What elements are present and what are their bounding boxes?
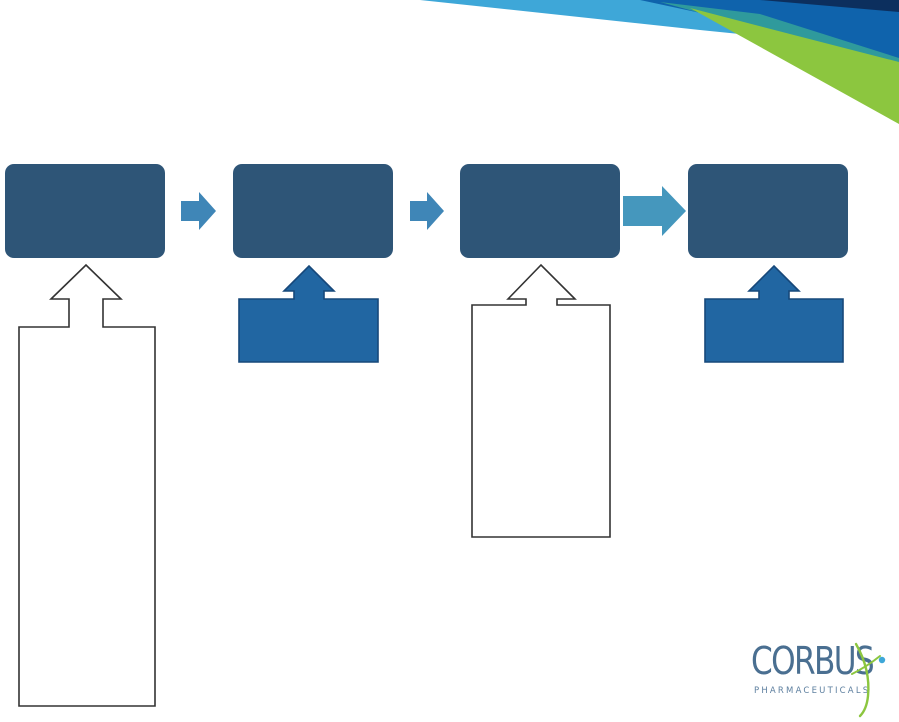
stage-box-1: [5, 164, 165, 258]
right-arrow-icon: [410, 192, 444, 230]
right-arrow-icon: [623, 186, 686, 236]
swoosh-green: [690, 8, 899, 124]
up-arrow-callout-2: [238, 264, 379, 363]
right-arrow-icon: [181, 192, 216, 230]
swoosh-navy: [760, 0, 899, 12]
figure-swoosh-icon: [851, 642, 886, 718]
logo-subtitle: PHARMACEUTICALS: [754, 686, 871, 696]
up-arrow-callout-3: [471, 263, 611, 538]
company-logo: CORBUS PHARMACEUTICALS: [748, 636, 896, 718]
stage-box-3: [460, 164, 620, 258]
swoosh-dark-blue: [640, 0, 899, 60]
stage-box-2: [233, 164, 393, 258]
stage-box-4: [688, 164, 848, 258]
header-swoosh: [420, 0, 899, 124]
up-arrow-callout-1: [18, 263, 156, 707]
up-arrow-callout-4: [704, 264, 844, 363]
